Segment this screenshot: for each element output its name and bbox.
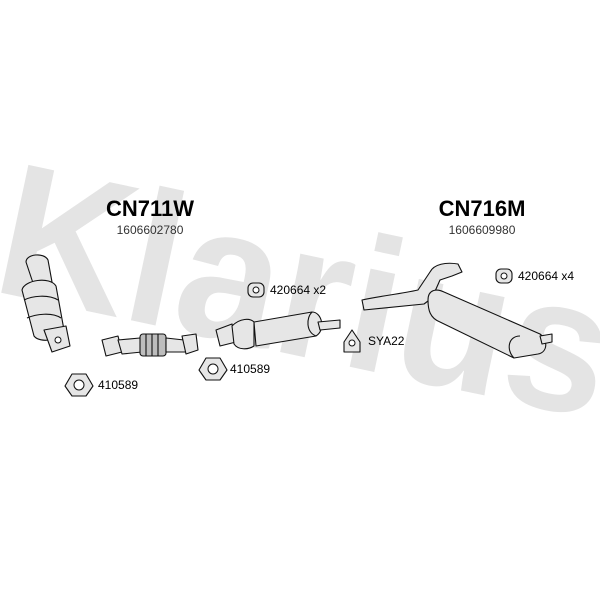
rubber-mount-right-icon <box>495 268 513 284</box>
flexible-front-pipe-part <box>101 333 199 357</box>
assembly-code-right: CN716M <box>439 196 526 221</box>
rubber-mount-right-label: 420664 x4 <box>518 269 574 283</box>
rubber-mount-left-label: 420664 x2 <box>270 283 326 297</box>
hanger-label: SYA22 <box>368 334 405 348</box>
oe-number-right: 1606609980 <box>449 223 516 237</box>
gasket-middle-icon <box>198 357 228 381</box>
assembly-code-left: CN711W <box>106 196 194 221</box>
middle-silencer-part <box>215 311 341 350</box>
catalytic-converter-part <box>21 254 71 353</box>
rubber-mount-left-icon <box>247 282 265 298</box>
gasket-middle-label: 410589 <box>230 362 270 376</box>
gasket-left-icon <box>64 373 94 397</box>
rear-silencer-part <box>361 262 553 359</box>
hanger-icon <box>343 329 361 353</box>
gasket-left-label: 410589 <box>98 378 138 392</box>
oe-number-left: 1606602780 <box>117 223 184 237</box>
